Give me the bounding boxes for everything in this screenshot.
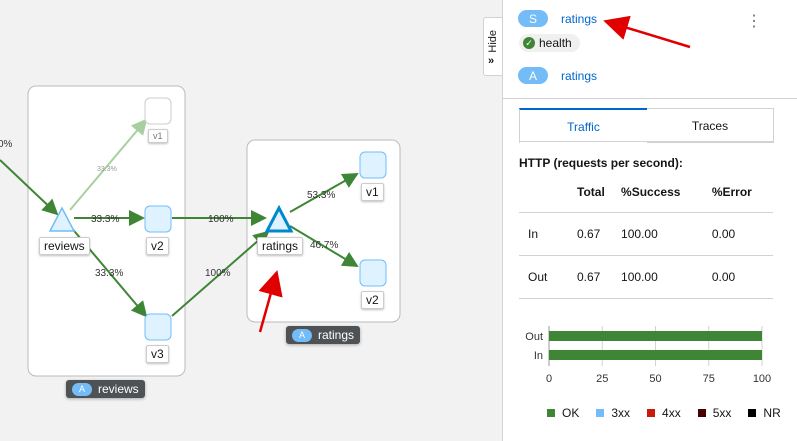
edge-label-v3-ratings: 100% [205, 268, 231, 279]
category-label: Out [525, 331, 543, 343]
node-ratings-v1[interactable] [359, 151, 387, 179]
table-header: %Success [620, 172, 711, 213]
edge-incoming[interactable] [0, 159, 59, 216]
hide-label: Hide [487, 30, 499, 53]
app-badge: A [292, 328, 312, 342]
table-cell: Out [519, 255, 576, 299]
service-badge: S [518, 10, 548, 27]
table-cell: 100.00 [620, 255, 711, 299]
app-badge: A [72, 382, 92, 396]
table-cell: 0.00 [710, 255, 773, 299]
tab-traces[interactable]: Traces [647, 108, 774, 143]
legend-item: 3xx [596, 406, 630, 420]
label-ratings-v1: v1 [361, 183, 384, 201]
node-reviews-service-icon[interactable] [48, 206, 76, 232]
annotation-arrow-panel-svg [603, 15, 691, 49]
edge-ratings-v2[interactable] [289, 225, 359, 268]
table-cell: 100.00 [620, 212, 711, 256]
app-link[interactable]: ratings [561, 69, 598, 83]
legend-swatch [596, 409, 605, 417]
node-reviews-v3[interactable] [144, 313, 172, 341]
tick-label: 25 [596, 373, 608, 385]
label-reviews-v1: v1 [148, 129, 168, 143]
double-chevron-right-icon: » [488, 55, 495, 67]
node-ratings-v2[interactable] [359, 259, 387, 287]
bar-ok [549, 350, 762, 360]
edge-label-reviews-v2: 33.3% [91, 214, 119, 225]
node-ratings-service-icon[interactable] [264, 204, 294, 233]
legend-label: NR [763, 406, 781, 420]
table-header: Total [576, 172, 621, 213]
legend-label: 4xx [662, 406, 681, 420]
traffic-table: Total %Success %Error In 0.67 100.00 0.0… [519, 172, 773, 299]
graph-svg: 0% 33.3% 33.3% 33.3% 100% 100% 53.3% 46.… [0, 85, 401, 377]
table-cell: In [519, 212, 576, 256]
bar-ok [549, 331, 762, 341]
legend-label: 3xx [611, 406, 631, 420]
table-header [519, 172, 576, 213]
box-label-text: reviews [98, 382, 139, 396]
hide-panel-button[interactable]: Hide » [483, 17, 503, 76]
side-panel: S ratings ⋮ ✓ health A ratings Traffic T… [502, 0, 797, 441]
table-header: %Error [710, 172, 773, 213]
table-row: In 0.67 100.00 0.00 [519, 212, 773, 256]
legend-item: OK [547, 406, 579, 420]
graph-canvas[interactable]: 0% 33.3% 33.3% 33.3% 100% 100% 53.3% 46.… [0, 0, 502, 441]
service-link[interactable]: ratings [561, 12, 598, 26]
box-label-reviews: A reviews [66, 380, 145, 398]
legend-swatch [547, 409, 555, 417]
legend-item: 4xx [647, 406, 681, 420]
tick-label: 50 [649, 373, 661, 385]
table-cell: 0.67 [576, 255, 621, 299]
box-label-ratings: A ratings [286, 326, 361, 344]
tick-label: 100 [753, 373, 771, 385]
box-label-text: ratings [318, 328, 355, 342]
health-label: health [539, 36, 572, 50]
legend-item: 5xx [697, 406, 732, 420]
edge-label-in: 0% [0, 139, 13, 150]
legend-label: 5xx [712, 406, 732, 420]
edge-ratings-v1[interactable] [289, 173, 359, 213]
divider [503, 98, 797, 99]
node-reviews-v1[interactable] [144, 97, 172, 125]
edge-v3-ratings[interactable] [171, 230, 270, 317]
http-traffic-title: HTTP (requests per second): [519, 156, 683, 170]
check-circle-icon: ✓ [523, 37, 535, 49]
table-header-row: Total %Success %Error [519, 172, 773, 213]
edge-label-reviews-v3: 33.3% [95, 268, 123, 279]
app-badge: A [518, 67, 548, 84]
legend-item: NR [748, 406, 781, 420]
tab-underline [519, 141, 773, 142]
tick-label: 0 [546, 373, 552, 385]
category-label: In [534, 350, 543, 362]
label-reviews-service: reviews [39, 237, 90, 255]
node-reviews-v2[interactable] [144, 205, 172, 233]
table-cell: 0.00 [710, 212, 773, 256]
chart-legend: OK 3xx 4xx 5xx NR [547, 406, 781, 420]
table-row: Out 0.67 100.00 0.00 [519, 255, 773, 299]
label-reviews-v3: v3 [146, 345, 169, 363]
label-ratings-v2: v2 [361, 291, 384, 309]
edge-label-v2-ratings: 100% [208, 214, 234, 225]
health-badge: ✓ health [519, 34, 580, 52]
legend-swatch [697, 409, 706, 417]
annotation-arrow-panel [603, 15, 691, 49]
tab-traffic[interactable]: Traffic [519, 108, 648, 143]
tick-label: 75 [703, 373, 715, 385]
label-reviews-v2: v2 [146, 237, 169, 255]
legend-swatch [647, 409, 656, 417]
legend-label: OK [562, 406, 580, 420]
label-ratings-service: ratings [257, 237, 304, 255]
edge-label-ratings-v2: 46.7% [310, 240, 338, 251]
edge-label-reviews-v1: 33.3% [97, 166, 117, 173]
edge-label-ratings-v1: 53.3% [307, 190, 335, 201]
legend-swatch [748, 409, 757, 417]
annotation-arrow-graph [258, 270, 283, 333]
table-cell: 0.67 [576, 212, 621, 256]
edge-reviews-v1[interactable] [69, 118, 148, 211]
